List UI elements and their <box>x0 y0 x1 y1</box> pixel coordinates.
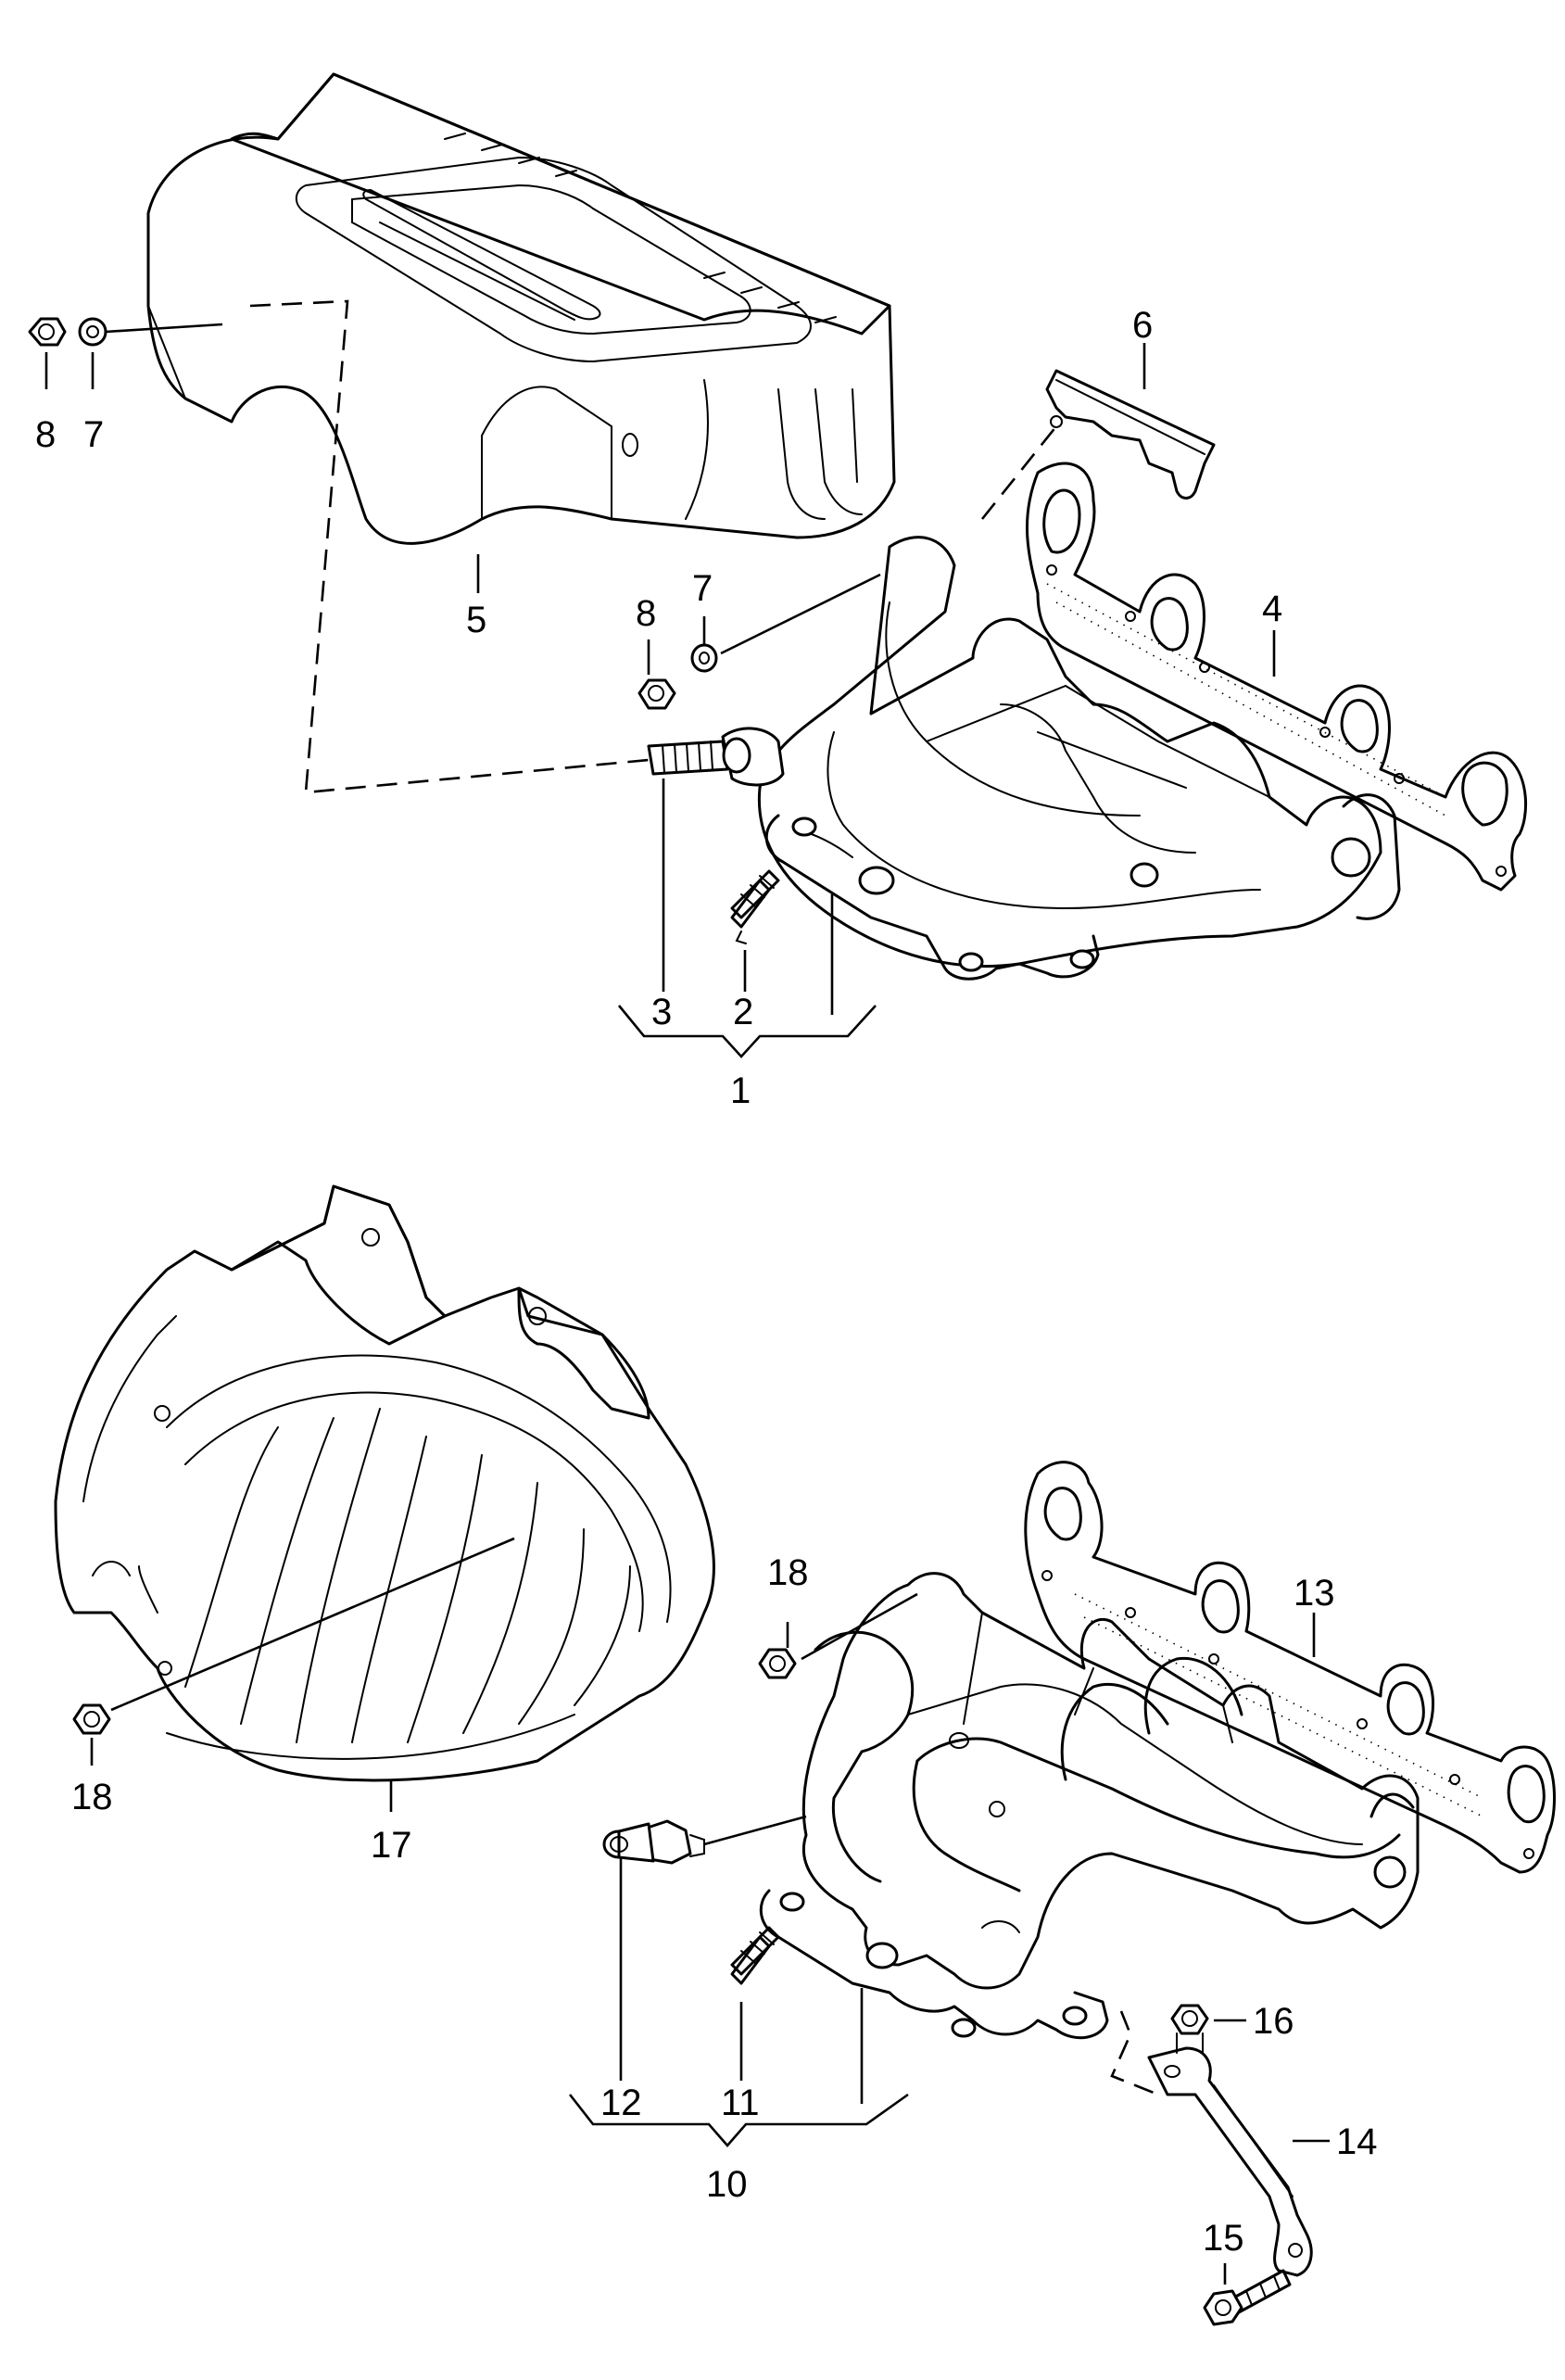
nut-lower-middle <box>758 1648 797 1679</box>
retaining-strap <box>1045 369 1216 500</box>
nut-lower-left <box>72 1703 111 1735</box>
callout-1: 1 <box>730 1070 751 1111</box>
nut-washer-top-left <box>28 317 107 347</box>
heat-shield-lower <box>54 1184 715 1782</box>
callout-11: 11 <box>721 2082 760 2123</box>
support-bracket <box>1147 2046 1313 2277</box>
callout-10: 10 <box>706 2164 748 2205</box>
callout-2: 2 <box>733 992 753 1032</box>
plug-fitting <box>602 1819 705 1865</box>
gasket-lower <box>1024 1461 1556 1874</box>
callout-18-middle: 18 <box>767 1552 809 1593</box>
stud-lower <box>730 1926 780 1985</box>
callout-8-middle: 8 <box>636 593 656 634</box>
nut-bracket <box>1170 2004 1209 2054</box>
callout-7-middle: 7 <box>692 568 713 609</box>
callout-12: 12 <box>600 2082 642 2123</box>
exhaust-manifold-upper <box>757 536 1401 981</box>
bolt-bracket <box>1203 2269 1292 2326</box>
heat-shield-upper <box>146 72 896 545</box>
callout-14: 14 <box>1336 2121 1378 2162</box>
callout-7-top: 7 <box>83 414 104 455</box>
gasket-upper <box>1025 462 1528 892</box>
callout-6: 6 <box>1132 305 1153 346</box>
callout-4: 4 <box>1262 589 1282 629</box>
callout-18-left: 18 <box>71 1777 113 1817</box>
nut-washer-middle <box>637 643 718 710</box>
exhaust-manifold-lower <box>759 1572 1420 2040</box>
stud-upper <box>647 727 785 787</box>
callout-5: 5 <box>466 600 486 640</box>
callout-15: 15 <box>1203 2218 1244 2259</box>
stud-lower-upper <box>730 869 780 944</box>
callout-16: 16 <box>1253 2001 1294 2042</box>
callout-13: 13 <box>1294 1573 1335 1614</box>
callout-8-top: 8 <box>35 414 56 455</box>
callout-17: 17 <box>371 1825 412 1866</box>
callout-3: 3 <box>651 992 672 1032</box>
